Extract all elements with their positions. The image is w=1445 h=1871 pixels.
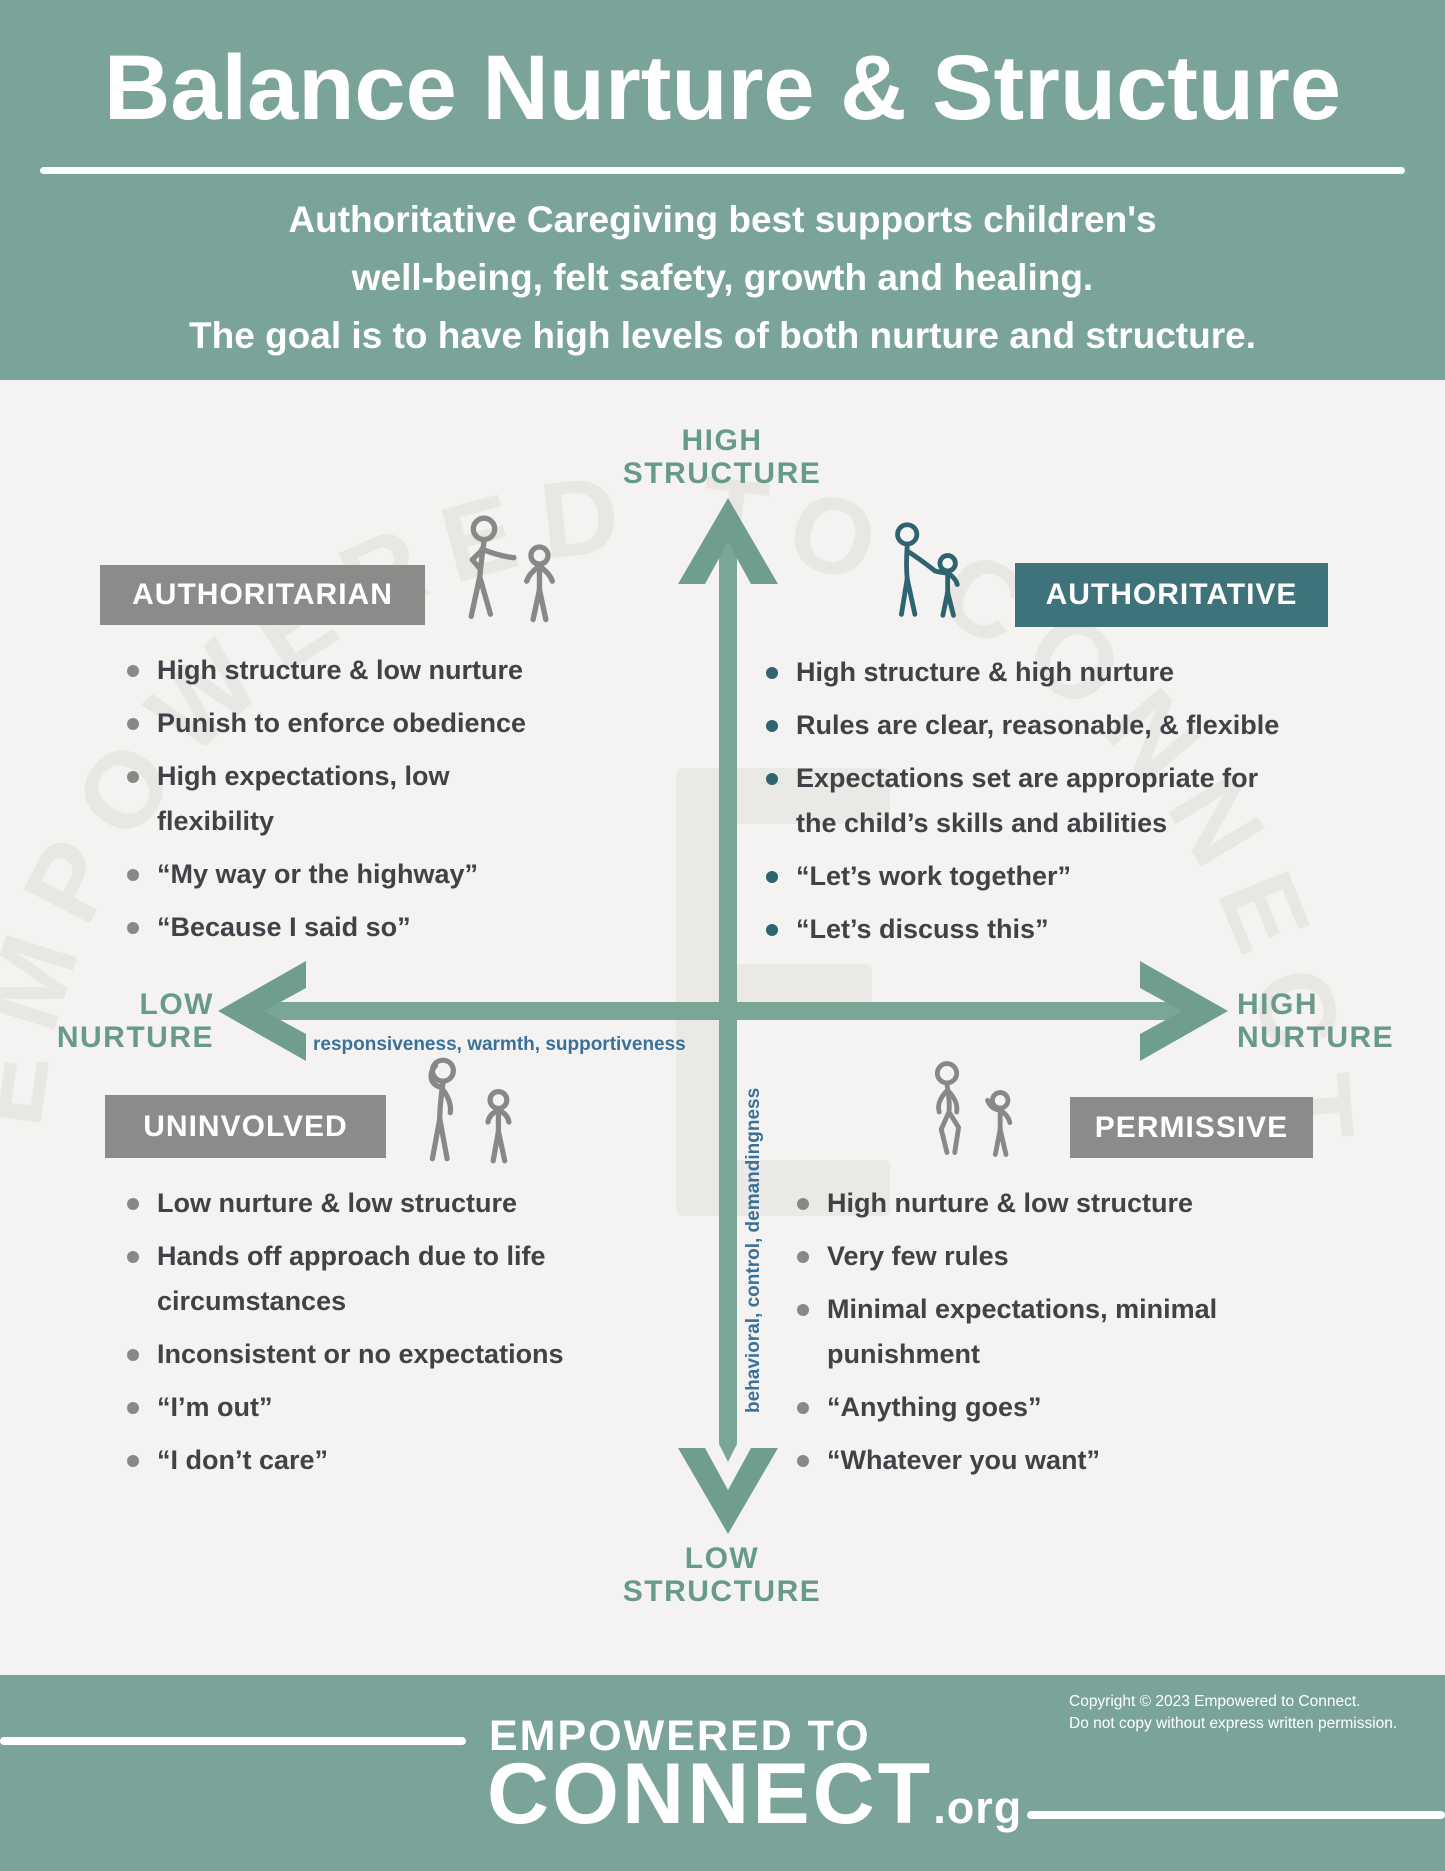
list-item: Hands off approach due to life circumsta…	[127, 1234, 687, 1324]
page-title: Balance Nurture & Structure	[103, 37, 1342, 139]
authoritarian-label-box: AUTHORITARIAN	[100, 565, 425, 625]
list-item: Inconsistent or no expectations	[127, 1332, 687, 1377]
high-nurture-label: HIGH NURTURE	[1237, 988, 1395, 1054]
nurture-axis-arrow	[218, 961, 1228, 1061]
list-item: “Because I said so”	[127, 905, 687, 950]
list-item: Very few rules	[797, 1234, 1417, 1279]
relaxed-parent-with-child-icon	[934, 1061, 1013, 1157]
arrow-up-icon	[678, 498, 778, 584]
list-item: Low nurture & low structure	[127, 1181, 687, 1226]
list-item: Minimal expectations, minimal punishment	[797, 1287, 1417, 1377]
low-structure-label: LOW STRUCTURE	[622, 1542, 822, 1608]
permissive-label-box: PERMISSIVE	[1070, 1097, 1313, 1158]
list-item: “Let’s discuss this”	[766, 907, 1426, 952]
list-item: High structure & high nurture	[766, 650, 1426, 695]
copyright-text: Copyright © 2023 Empowered to Connect. D…	[1069, 1693, 1398, 1732]
logo-connect-org: CONNECT.org	[487, 1751, 1022, 1837]
list-item: “My way or the highway”	[127, 852, 687, 897]
footer-band: Copyright © 2023 Empowered to Connect. D…	[0, 1675, 1445, 1871]
logo-org-suffix: .org	[933, 1782, 1023, 1833]
parent-holding-child-hand-icon	[895, 522, 960, 618]
list-item: High expectations, low flexibility	[127, 754, 687, 844]
header-band: Balance Nurture & Structure Authoritativ…	[0, 0, 1445, 380]
authoritative-label-box: AUTHORITATIVE	[1015, 563, 1328, 627]
structure-axis-annotation: behavioral, control, demandingness	[743, 1087, 764, 1413]
nurture-axis-annotation: responsiveness, warmth, supportiveness	[313, 1034, 686, 1055]
list-item: Rules are clear, reasonable, & flexible	[766, 703, 1426, 748]
list-item: “I don’t care”	[127, 1438, 687, 1483]
logo-connect: CONNECT	[487, 1746, 934, 1842]
structure-axis-arrow	[678, 498, 778, 1534]
parent-scratching-head-child-icon	[428, 1057, 512, 1164]
list-item: “Anything goes”	[797, 1385, 1417, 1430]
list-item: High nurture & low structure	[797, 1181, 1417, 1226]
list-item: “Whatever you want”	[797, 1438, 1417, 1483]
list-item: Punish to enforce obedience	[127, 701, 687, 746]
list-item: “I’m out”	[127, 1385, 687, 1430]
high-structure-label: HIGH STRUCTURE	[622, 424, 822, 490]
footer-left-rule	[0, 1737, 466, 1745]
parent-pointing-at-child-icon	[468, 515, 555, 623]
list-item: Expectations set are appropriate for the…	[766, 756, 1426, 846]
arrow-left-icon	[218, 961, 306, 1061]
arrow-down-icon	[678, 1448, 778, 1534]
list-item: “Let’s work together”	[766, 854, 1426, 899]
footer-right-rule	[1027, 1811, 1445, 1819]
arrow-right-icon	[1140, 961, 1228, 1061]
title-divider	[40, 167, 1405, 174]
page-subtitle: Authoritative Caregiving best supports c…	[189, 199, 1256, 356]
logo-empowered-to: EMPOWERED TO	[489, 1712, 871, 1760]
uninvolved-label-box: UNINVOLVED	[105, 1095, 386, 1158]
low-nurture-label: LOW NURTURE	[56, 988, 214, 1054]
list-item: High structure & low nurture	[127, 648, 687, 693]
